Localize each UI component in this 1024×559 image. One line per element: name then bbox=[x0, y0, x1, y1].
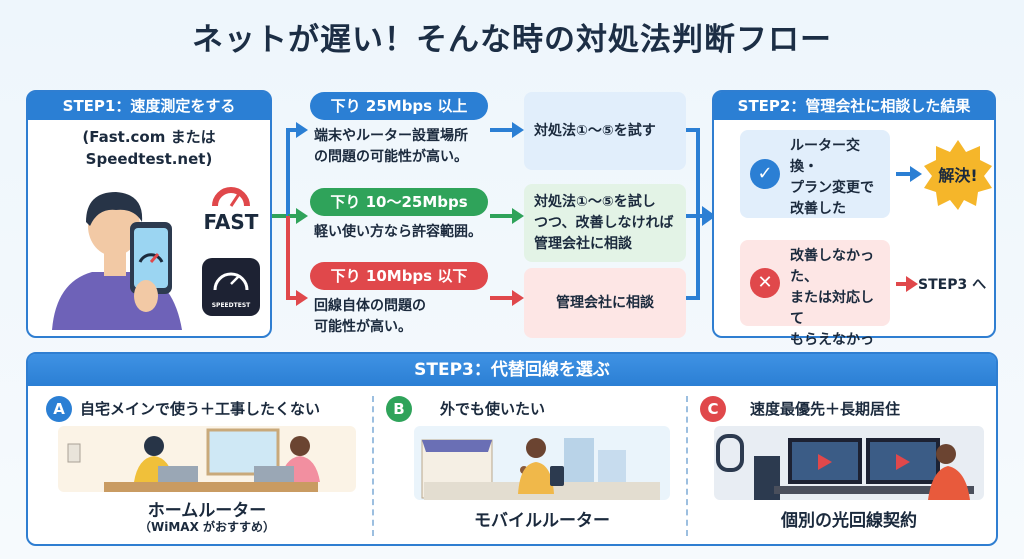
check-icon: ✓ bbox=[750, 159, 780, 189]
fast-logo-text: FAST bbox=[203, 210, 259, 234]
fast-logo: FAST bbox=[194, 182, 268, 232]
person-with-phone-illustration bbox=[52, 192, 182, 330]
step2-header: STEP2：管理会社に相談した結果 bbox=[714, 92, 994, 120]
fiber-gaming-illustration bbox=[714, 426, 984, 500]
divider-bc bbox=[686, 396, 688, 536]
branch-desc-high-line2: の問題の可能性が高い。 bbox=[314, 149, 468, 165]
branch-desc-high: 端末やルーター設置場所 の問題の可能性が高い。 bbox=[314, 126, 510, 168]
branch-desc-low: 回線自体の問題の 可能性が高い。 bbox=[314, 296, 510, 338]
result-improved-line3: 改善した bbox=[790, 201, 846, 217]
result-not-improved-line2: または対応して bbox=[790, 290, 874, 327]
divider-ab bbox=[372, 396, 374, 536]
home-router-illustration bbox=[58, 426, 356, 492]
option-b-badge: B bbox=[386, 396, 412, 422]
option-a-name: ホームルーター bbox=[147, 501, 267, 521]
branch-pill-high: 下り 25Mbps 以上 bbox=[310, 92, 488, 120]
branch-pill-mid: 下り 10～25Mbps bbox=[310, 188, 488, 216]
action-low-line1: 管理会社に相談 bbox=[556, 294, 654, 311]
action-mid-line3: 管理会社に相談 bbox=[534, 235, 632, 252]
solved-label: 解決! bbox=[938, 166, 978, 185]
option-b-name: モバイルルーター bbox=[474, 511, 610, 531]
mobile-router-illustration bbox=[414, 426, 670, 500]
action-box-low: 管理会社に相談 bbox=[524, 268, 686, 338]
action-mid-line1: 対処法①～⑤を試し bbox=[534, 193, 656, 210]
action-mid-line2: つつ、改善しなければ bbox=[534, 214, 674, 231]
action-high-line1: 対処法①～⑤を試す bbox=[534, 122, 656, 139]
result-not-improved-line1: 改善しなかった、 bbox=[790, 248, 874, 285]
step1-header: STEP1：速度測定をする bbox=[28, 92, 270, 120]
option-c-title: 速度最優先＋長期居住 bbox=[750, 400, 901, 418]
action-box-mid: 対処法①～⑤を試し つつ、改善しなければ 管理会社に相談 bbox=[524, 184, 686, 262]
step1-subtitle: (Fast.com または Speedtest.net) bbox=[28, 126, 270, 170]
flow-arrows bbox=[272, 122, 716, 306]
result-not-improved-box: ✕ 改善しなかった、 または対応して もらえなかった bbox=[740, 240, 890, 369]
branch-desc-low-line2: 可能性が高い。 bbox=[314, 319, 412, 335]
speedtest-gauge-icon bbox=[213, 272, 249, 291]
branch-desc-high-line1: 端末やルーター設置場所 bbox=[314, 128, 468, 144]
option-c-badge: C bbox=[700, 396, 726, 422]
option-a-badge: A bbox=[46, 396, 72, 422]
arrow-right-icon bbox=[896, 276, 918, 292]
branch-desc-low-line1: 回線自体の問題の bbox=[314, 298, 426, 314]
step1-sub-line2: Speedtest.net) bbox=[85, 150, 213, 168]
step1-sub-line1: (Fast.com または bbox=[82, 128, 216, 146]
result-improved-line1: ルーター交換・ bbox=[790, 138, 860, 175]
option-c-name: 個別の光回線契約 bbox=[781, 511, 917, 531]
action-box-high: 対処法①～⑤を試す bbox=[524, 92, 686, 170]
solved-burst-icon bbox=[924, 140, 992, 210]
arrow-right-icon bbox=[896, 166, 922, 182]
phone-icon bbox=[130, 222, 172, 294]
fast-speedometer-icon bbox=[212, 187, 250, 207]
option-b-title: 外でも使いたい bbox=[440, 400, 546, 418]
step1-card: STEP1：速度測定をする (Fast.com または Speedtest.ne… bbox=[26, 90, 272, 338]
branch-desc-mid-line1: 軽い使い方なら許容範囲。 bbox=[314, 224, 482, 240]
result-improved-line2: プラン変更で bbox=[790, 180, 874, 196]
result-improved-box: ✓ ルーター交換・ プラン変更で 改善した bbox=[740, 130, 890, 218]
speedtest-logo-text: SPEEDTEST bbox=[211, 302, 251, 309]
branch-pill-low: 下り 10Mbps 以下 bbox=[310, 262, 488, 290]
cross-icon: ✕ bbox=[750, 268, 780, 298]
option-a-title: 自宅メインで使う＋工事したくない bbox=[80, 400, 321, 418]
go-step3-label: STEP3 へ bbox=[918, 277, 987, 293]
branch-desc-mid: 軽い使い方なら許容範囲。 bbox=[314, 222, 510, 243]
option-a-note: （WiMAX がおすすめ） bbox=[138, 520, 275, 534]
page-title: ネットが遅い！そんな時の対処法判断フロー bbox=[192, 22, 832, 58]
speedtest-logo: SPEEDTEST bbox=[202, 258, 260, 316]
step3-header: STEP3：代替回線を選ぶ bbox=[28, 354, 996, 386]
step2-card: STEP2：管理会社に相談した結果 ✓ ルーター交換・ プラン変更で 改善した … bbox=[712, 90, 996, 369]
step3-card: STEP3：代替回線を選ぶ A 自宅メインで使う＋工事したくない ホームルーター… bbox=[26, 352, 998, 546]
